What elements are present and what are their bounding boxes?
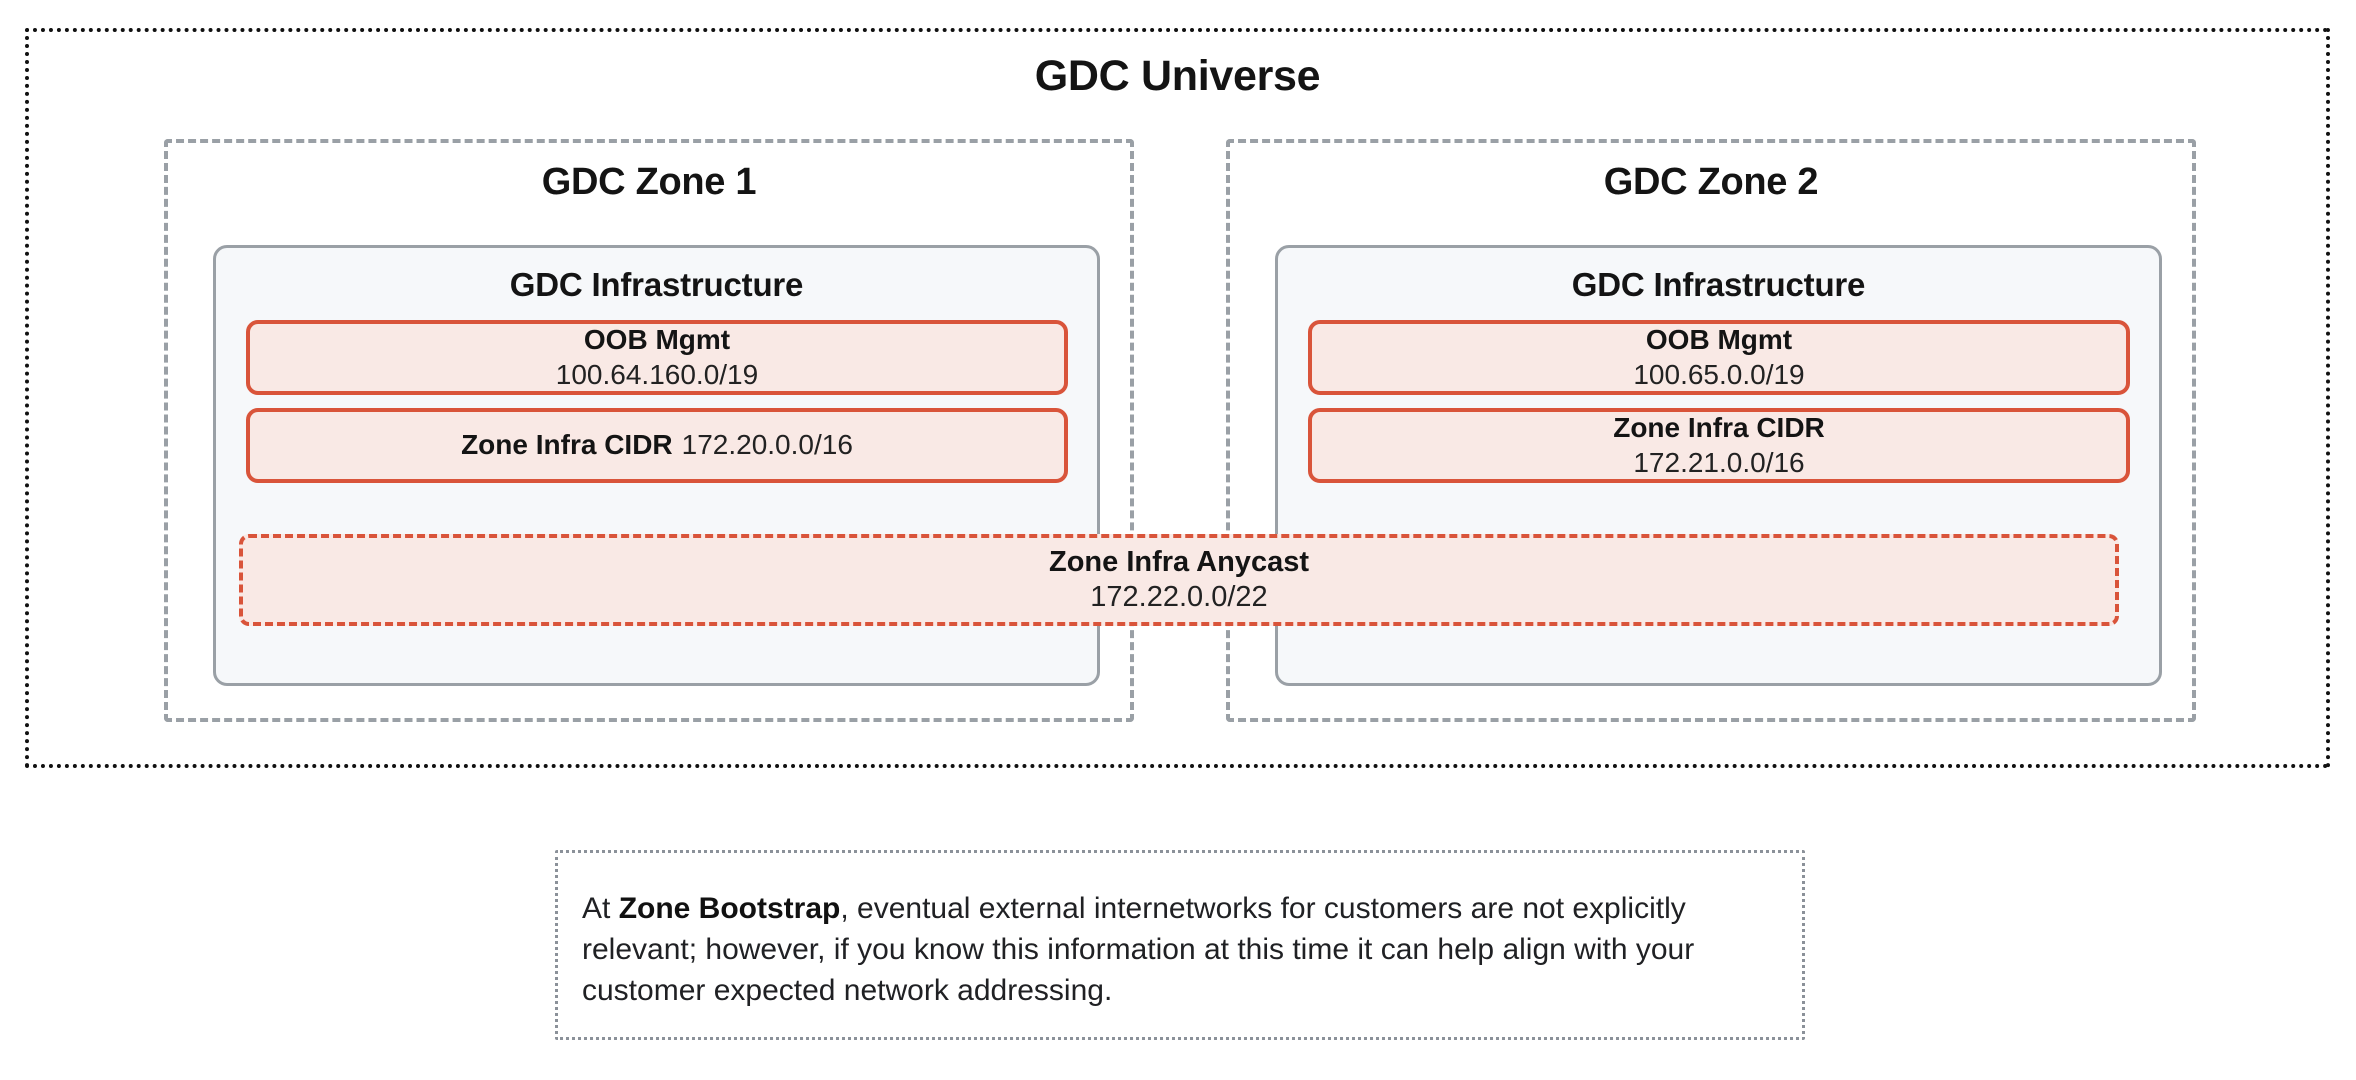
zone-infra-anycast-label: Zone Infra Anycast — [1049, 545, 1309, 578]
oob-mgmt-cidr-zone-1: 100.64.160.0/19 — [555, 358, 759, 390]
zone-infra-anycast-cidr: 172.22.0.0/22 — [1090, 581, 1268, 613]
zone-infra-cidr-block-zone-2: Zone Infra CIDR 172.21.0.0/16 — [1308, 408, 2130, 483]
oob-mgmt-label-zone-2: OOB Mgmt — [1645, 324, 1793, 356]
zone-infra-cidr-label-zone-1: Zone Infra CIDR — [461, 429, 673, 461]
gdc-universe-container: GDC Universe GDC Zone 1 GDC Infrastructu… — [25, 28, 2330, 768]
note-emphasis: Zone Bootstrap — [618, 892, 841, 925]
bootstrap-note-text: At Zone Bootstrap, eventual external int… — [582, 889, 1777, 1011]
oob-mgmt-block-zone-1: OOB Mgmt 100.64.160.0/19 — [246, 320, 1068, 395]
oob-mgmt-label-zone-1: OOB Mgmt — [583, 324, 731, 356]
zone-infra-cidr-label-zone-2: Zone Infra CIDR — [1613, 412, 1825, 444]
note-lead-in: At — [582, 892, 619, 925]
zone-infra-cidr-value-zone-1: 172.20.0.0/16 — [681, 429, 853, 461]
gdc-zone-1-container: GDC Zone 1 GDC Infrastructure OOB Mgmt 1… — [164, 139, 1134, 722]
zone-infra-cidr-block-zone-1: Zone Infra CIDR 172.20.0.0/16 — [246, 408, 1068, 483]
zone-infra-cidr-value-zone-2: 172.21.0.0/16 — [1633, 446, 1805, 478]
note-body: , eventual external internetworks for cu… — [582, 892, 1695, 1007]
gdc-zone-2-title: GDC Zone 2 — [1603, 161, 1819, 203]
gdc-infrastructure-title-zone-2: GDC Infrastructure — [1571, 266, 1866, 303]
gdc-zone-1-title: GDC Zone 1 — [541, 161, 757, 203]
gdc-zone-2-container: GDC Zone 2 GDC Infrastructure OOB Mgmt 1… — [1226, 139, 2196, 722]
oob-mgmt-block-zone-2: OOB Mgmt 100.65.0.0/19 — [1308, 320, 2130, 395]
zone-infra-anycast-block: Zone Infra Anycast 172.22.0.0/22 — [239, 534, 2119, 626]
gdc-universe-title: GDC Universe — [1034, 52, 1321, 100]
gdc-infrastructure-title-zone-1: GDC Infrastructure — [509, 266, 804, 303]
bootstrap-note-box: At Zone Bootstrap, eventual external int… — [555, 850, 1805, 1040]
oob-mgmt-cidr-zone-2: 100.65.0.0/19 — [1633, 358, 1805, 390]
